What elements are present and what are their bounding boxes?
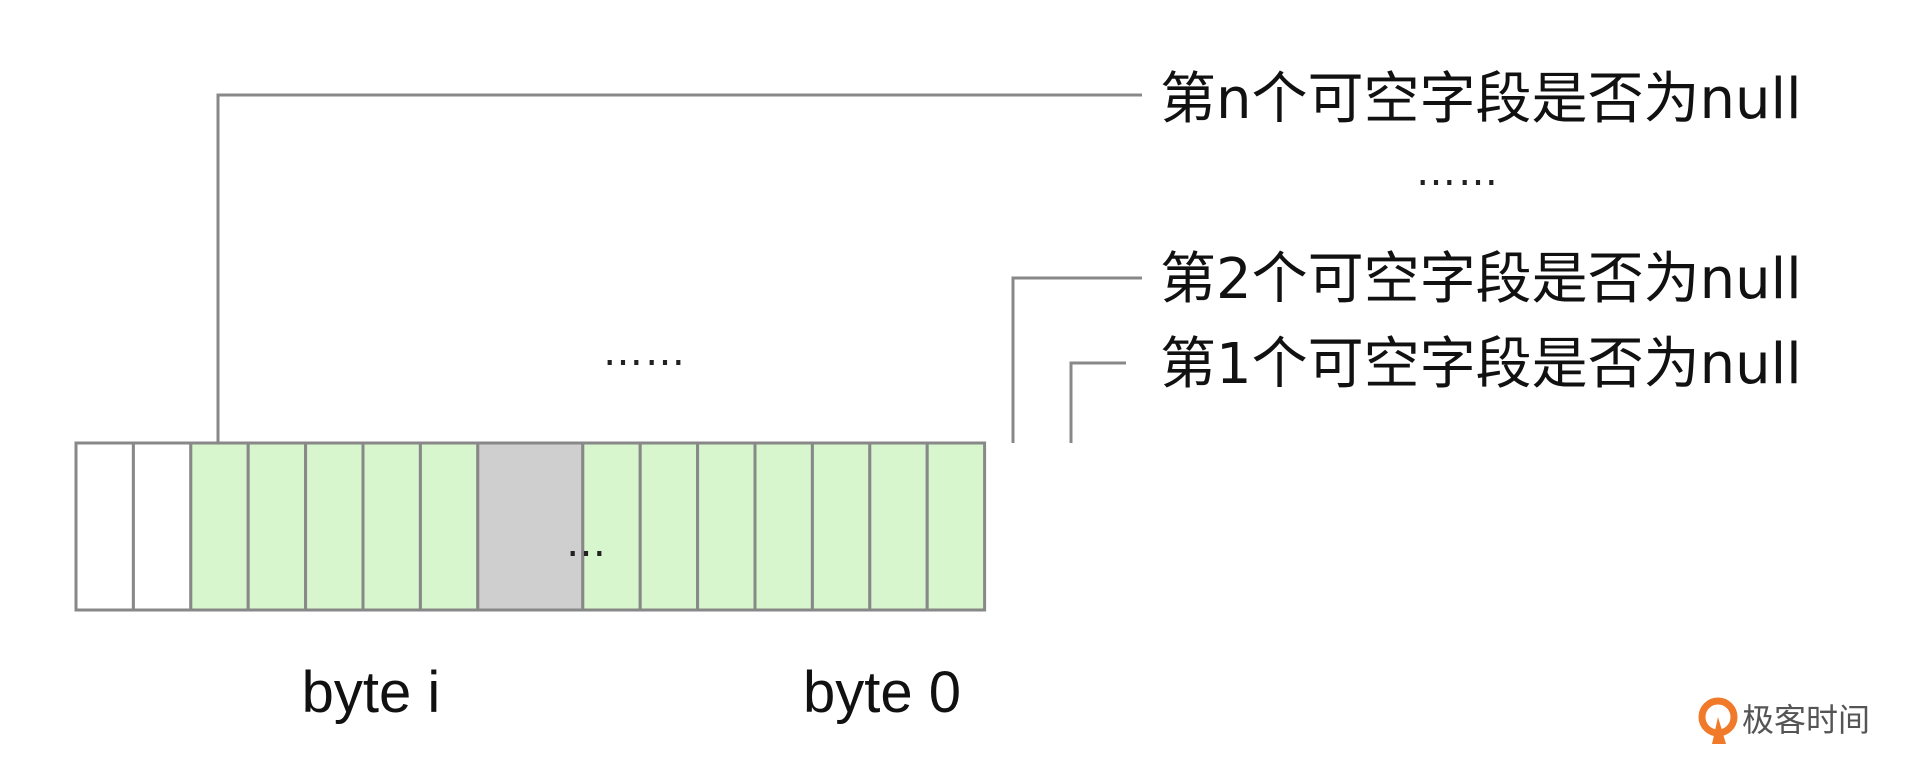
bit-cell-4	[304, 441, 365, 612]
label-field-1: 第1个可空字段是否为null	[1160, 332, 1802, 397]
bit-cell-11	[753, 441, 814, 612]
leader-lines	[216, 93, 1142, 443]
bit-cell-0	[74, 441, 135, 612]
bit-cell-1	[131, 441, 193, 612]
label-byte-0: byte 0	[803, 660, 961, 725]
bit-cell-13	[868, 441, 929, 612]
bit-cell-3	[246, 441, 308, 612]
leader-line-field-n	[216, 93, 1142, 443]
label-field-2: 第2个可空字段是否为null	[1160, 247, 1802, 312]
watermark-logo-icon	[1698, 697, 1738, 744]
watermark-text: 极客时间	[1742, 701, 1870, 739]
bit-cell-7	[476, 441, 585, 612]
middle-ellipsis: ……	[603, 329, 687, 375]
bit-cell-2	[189, 441, 250, 612]
bit-cell-6	[418, 441, 480, 612]
leader-line-field-2	[1011, 276, 1142, 443]
null-bitmap-array	[74, 441, 987, 612]
bit-cell-10	[696, 441, 757, 612]
gap-cell-dots: …	[566, 520, 608, 566]
label-ellipsis-right: ……	[1416, 149, 1500, 195]
bit-cell-9	[638, 441, 700, 612]
bit-cell-5	[361, 441, 422, 612]
bit-cell-12	[810, 441, 872, 612]
watermark: 极客时间	[1698, 697, 1870, 744]
bit-cell-8	[581, 441, 642, 612]
bit-cell-14	[925, 441, 987, 612]
label-byte-i: byte i	[302, 660, 441, 725]
leader-line-field-1	[1069, 361, 1126, 443]
label-field-n: 第n个可空字段是否为null	[1160, 67, 1802, 132]
